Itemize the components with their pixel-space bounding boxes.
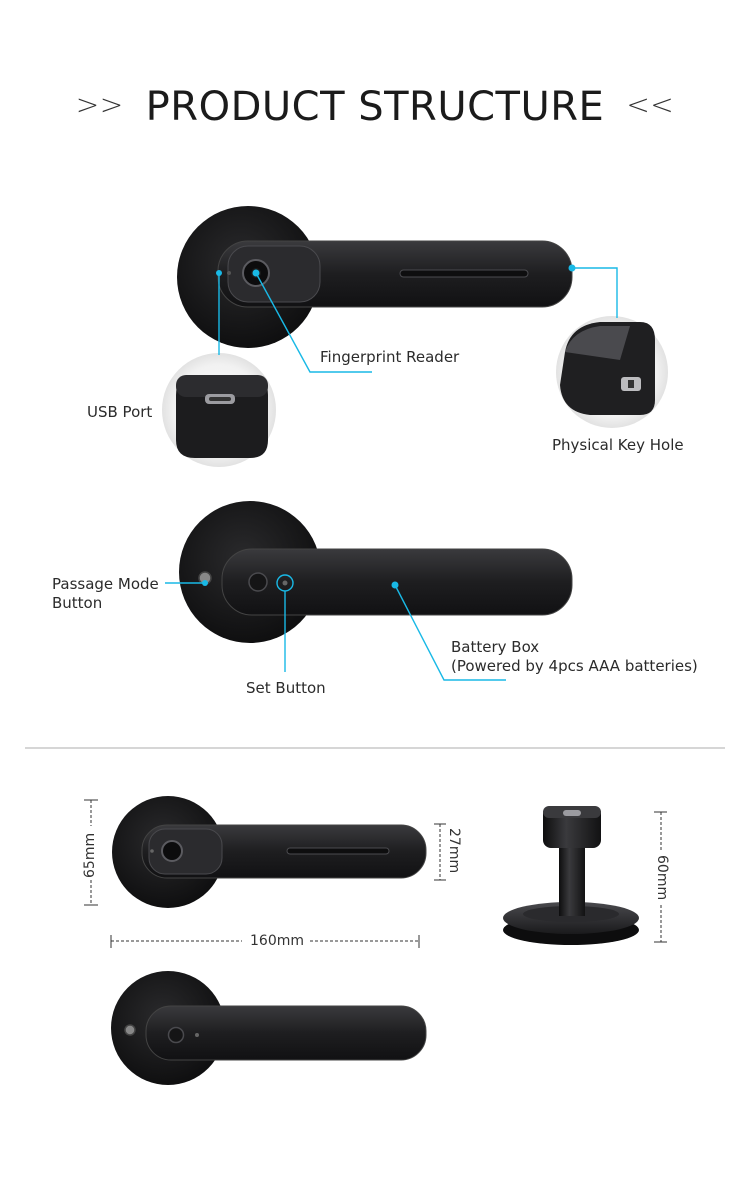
dimension-side-view [503,806,639,945]
title-left-chevrons: >> [75,88,124,121]
key-hole-inset [556,316,668,428]
dimension-front-view [112,796,427,908]
label-battery-box: Battery Box (Powered by 4pcs AAA batteri… [451,638,698,676]
usb-port-inset [162,353,276,467]
label-fingerprint-reader: Fingerprint Reader [320,348,460,366]
dimension-lines [84,799,667,948]
label-passage-mode-line2: Button [52,594,103,612]
page-title: >> PRODUCT STRUCTURE << [0,84,750,130]
label-passage-mode-button: Passage Mode Button [52,575,159,613]
callout-lines-top [218,267,618,373]
lock-back-view [179,501,573,643]
dim-handle-height: 27mm [446,828,462,874]
dim-handle-length: 160mm [250,933,304,949]
label-passage-mode-line1: Passage Mode [52,575,159,593]
dim-projection: 60mm [654,855,670,901]
fingerprint-module [227,245,321,303]
title-right-chevrons: << [626,88,675,121]
handle-back [221,548,573,616]
set-btn [282,580,288,586]
label-physical-key-hole: Physical Key Hole [552,436,684,454]
passage-mode-btn [248,572,268,592]
callout-lines-middle [165,574,506,681]
indicator-dot [227,271,231,275]
handle-slot [399,269,529,278]
label-set-button: Set Button [246,679,326,697]
label-battery-box-line2: (Powered by 4pcs AAA batteries) [451,657,698,675]
label-battery-box-line1: Battery Box [451,638,540,656]
lock-front-view [177,206,573,348]
title-text: PRODUCT STRUCTURE [145,84,605,130]
label-usb-port: USB Port [87,403,153,421]
dimension-back-view [111,971,427,1085]
dim-rose-diameter: 65mm [82,832,98,878]
